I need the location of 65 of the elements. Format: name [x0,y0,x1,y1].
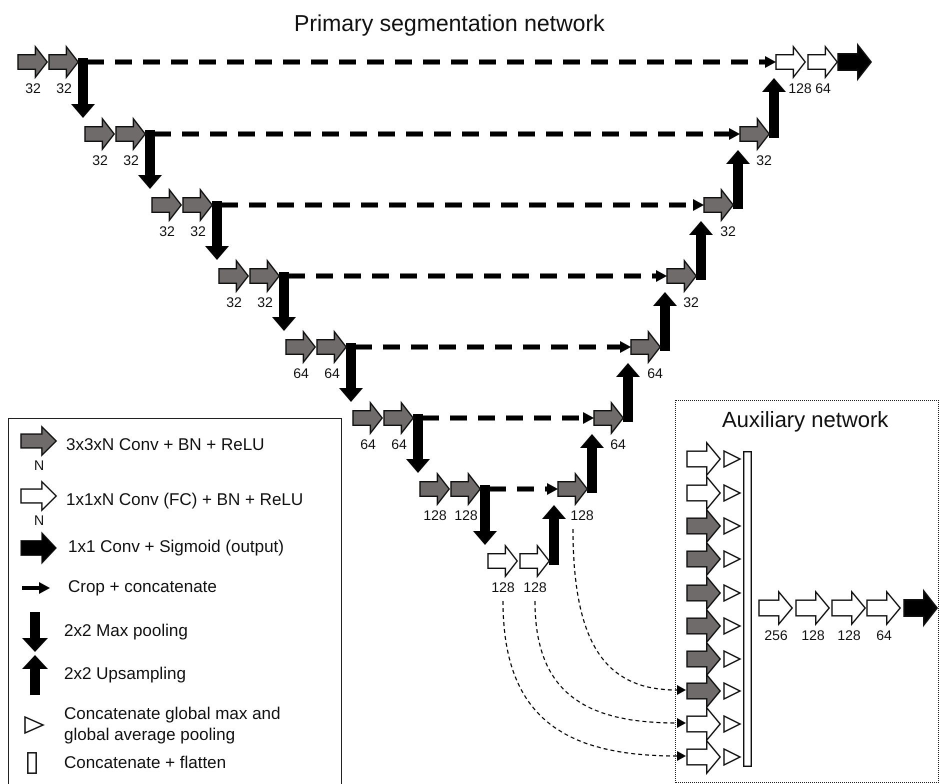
channel-count: 32 [123,152,139,168]
legend-label: Concatenate global max and global average pooling [64,703,282,745]
skip-connection-arrow [221,199,704,211]
channel-count: 64 [324,365,340,381]
dashed-connector [502,600,686,761]
channel-count: 64 [391,436,407,452]
channel-count: 128 [570,507,594,523]
channel-count: 128 [454,507,478,523]
channel-count: 32 [190,223,206,239]
skip-connection-arrow [154,128,740,140]
skip-connection-arrow [288,270,667,282]
channel-count: 64 [647,365,663,381]
legend-label: 2x2 Max pooling [64,620,188,641]
channel-count: 32 [226,294,242,310]
panel-title: Auxiliary network [722,407,888,433]
pooling-arrow [205,201,229,260]
channel-count: 128 [523,579,547,595]
channel-count: 64 [610,436,626,452]
legend-label: Concatenate + flatten [64,752,226,773]
channel-count: 128 [837,627,861,643]
skip-connection-arrow [422,412,594,424]
channel-count: 128 [423,507,447,523]
channel-count: 64 [815,80,831,96]
channel-count: 32 [756,152,772,168]
dashed-connector [572,528,686,695]
channel-count: 64 [293,365,309,381]
legend-label: 3x3xN Conv + BN + ReLU [66,434,264,455]
diagram-title: Primary segmentation network [294,9,605,37]
upsampling-arrow [616,363,640,422]
channel-count: 32 [56,80,72,96]
pooling-arrow [272,272,296,331]
symbol-label: N [34,457,44,473]
channel-count: 128 [491,579,515,595]
skip-connection-arrow [87,56,776,68]
channel-count: 32 [92,152,108,168]
upsampling-arrow [653,292,677,351]
pooling-arrow [473,485,497,545]
upsampling-arrow [726,150,750,209]
legend-label: 1x1xN Conv (FC) + BN + ReLU [66,489,304,510]
legend-label: 1x1 Conv + Sigmoid (output) [68,536,284,557]
channel-count: 32 [257,294,273,310]
pooling-arrow [138,130,162,189]
pooling-arrow [339,343,363,402]
channel-count: 128 [788,80,812,96]
pooling-arrow [71,58,95,118]
channel-count: 128 [801,627,825,643]
channel-count: 32 [720,223,736,239]
channel-count: 256 [764,627,788,643]
auxiliary-network-panel [675,400,939,783]
skip-connection-arrow [355,341,631,353]
channel-count: 64 [360,436,376,452]
legend-label: 2x2 Upsampling [64,663,186,684]
upsampling-arrow [762,78,786,138]
symbol-label: N [34,512,44,528]
channel-count: 32 [159,223,175,239]
channel-count: 32 [683,294,699,310]
channel-count: 32 [25,80,41,96]
legend-label: Crop + concatenate [68,576,217,597]
upsampling-arrow [689,221,713,280]
channel-count: 64 [876,627,892,643]
dashed-connector [534,600,686,728]
skip-connection-arrow [489,483,558,495]
upsampling-arrow [542,505,566,565]
pooling-arrow [406,414,430,473]
upsampling-arrow [580,434,604,493]
